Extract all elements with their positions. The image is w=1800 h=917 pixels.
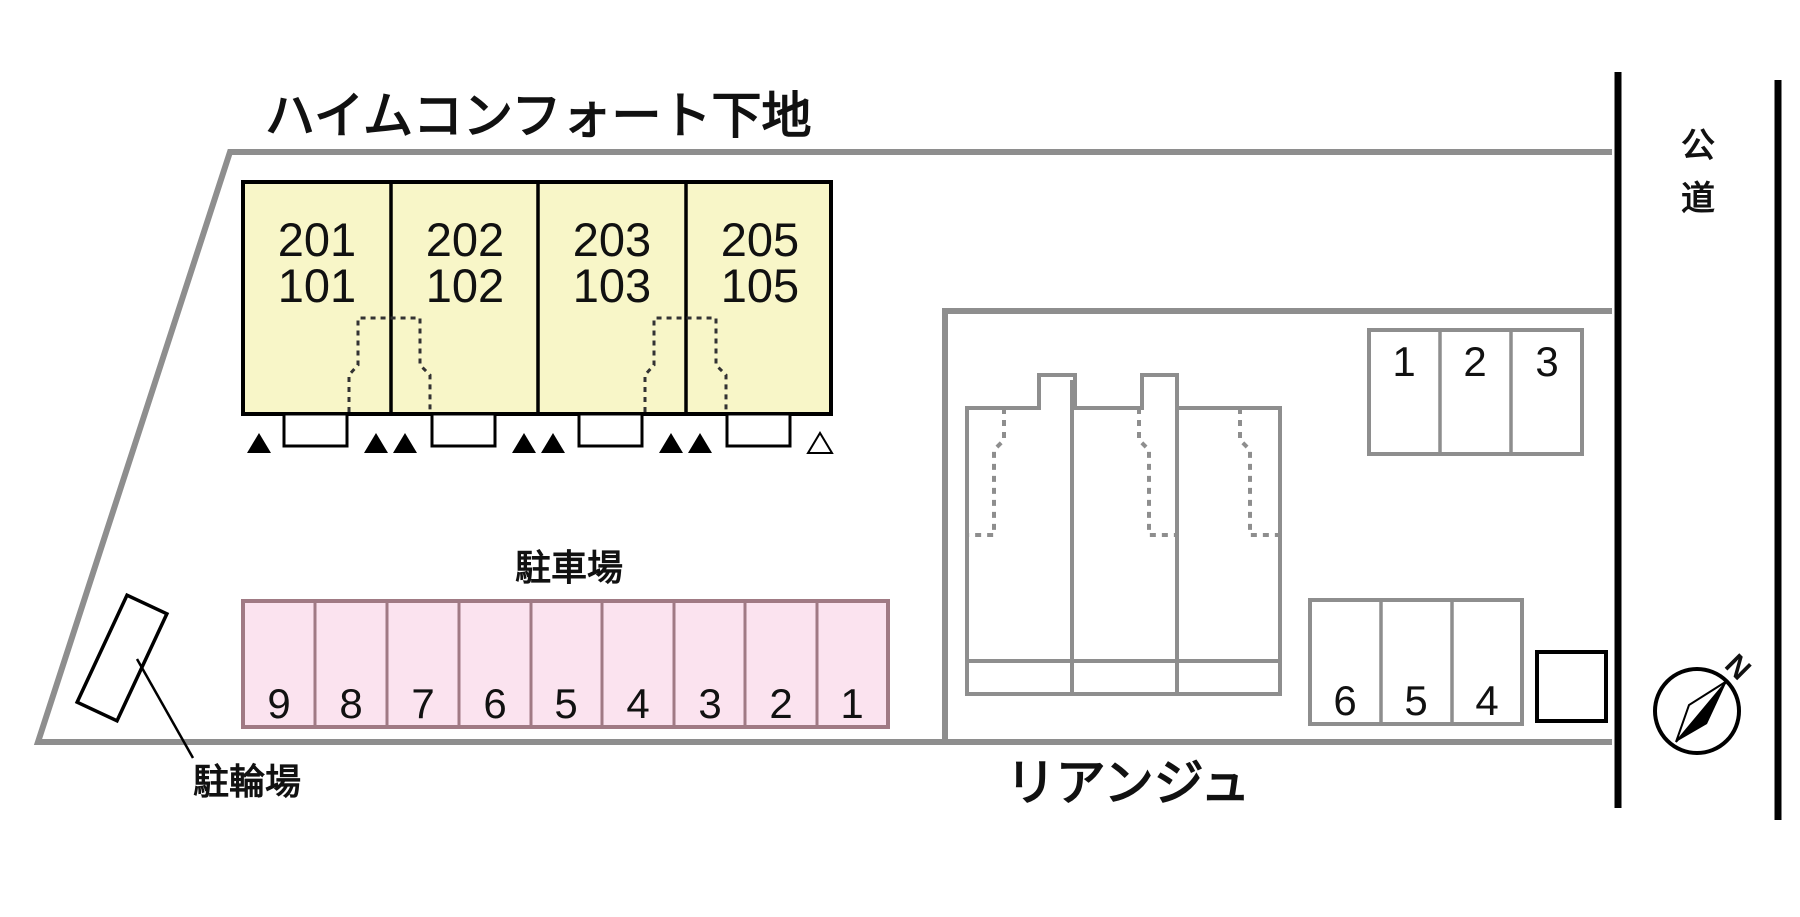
entrance-markers <box>247 431 834 454</box>
unit-number-upper: 201 <box>278 213 356 266</box>
parking-space-number: 9 <box>267 680 290 727</box>
neighbor-property: 1 2 3 6 5 4 リアンジュ <box>942 308 1612 812</box>
building: 201 101 202 102 203 103 205 105 <box>241 180 834 454</box>
unit-number-lower: 105 <box>721 259 799 312</box>
parking-space-number: 5 <box>554 680 577 727</box>
neighbor-storage-box <box>1535 650 1608 723</box>
parking-space-number: 3 <box>698 680 721 727</box>
property-boundary <box>33 149 1612 745</box>
parking-label: 駐車場 <box>515 548 623 589</box>
neighbor-space-number: 4 <box>1475 677 1498 724</box>
neighbor-boundary <box>942 308 1612 742</box>
compass-icon: N <box>1653 648 1757 755</box>
parking-space-number: 8 <box>339 680 362 727</box>
unit-number-upper: 203 <box>573 213 651 266</box>
public-road-label-2: 道 <box>1681 179 1715 219</box>
parking-space-number: 2 <box>769 680 792 727</box>
property-name: ハイムコンフォート下地 <box>265 87 812 145</box>
neighbor-parking-bottom: 6 5 4 <box>1308 598 1524 726</box>
parking-lot: 9 8 7 6 5 4 3 2 1 <box>241 599 890 729</box>
unit-number-lower: 103 <box>573 259 651 312</box>
neighbor-parking-top: 1 2 3 <box>1367 328 1584 456</box>
neighbor-space-number: 2 <box>1463 338 1486 385</box>
parking-outline <box>241 599 890 729</box>
neighbor-space-number: 3 <box>1535 338 1558 385</box>
neighbor-building <box>965 373 1282 696</box>
parking-space-number: 6 <box>483 680 506 727</box>
neighbor-space-number: 1 <box>1392 338 1415 385</box>
unit-number-lower: 102 <box>426 259 504 312</box>
unit-number-upper: 205 <box>721 213 799 266</box>
neighbor-name: リアンジュ <box>1006 754 1251 812</box>
unit-number-upper: 202 <box>426 213 504 266</box>
bicycle-parking: 駐輪場 <box>74 592 301 803</box>
bicycle-parking-label: 駐輪場 <box>193 761 301 803</box>
neighbor-stairs <box>967 408 1280 537</box>
unit-number-lower: 101 <box>278 259 356 312</box>
parking-space-number: 1 <box>840 680 863 727</box>
parking-space-number: 7 <box>411 680 434 727</box>
parking-dividers <box>313 601 819 727</box>
neighbor-space-number: 5 <box>1404 677 1427 724</box>
public-road-label-1: 公 <box>1681 126 1715 166</box>
neighbor-space-number: 6 <box>1333 677 1356 724</box>
parking-space-number: 4 <box>626 680 649 727</box>
balconies <box>282 412 792 448</box>
